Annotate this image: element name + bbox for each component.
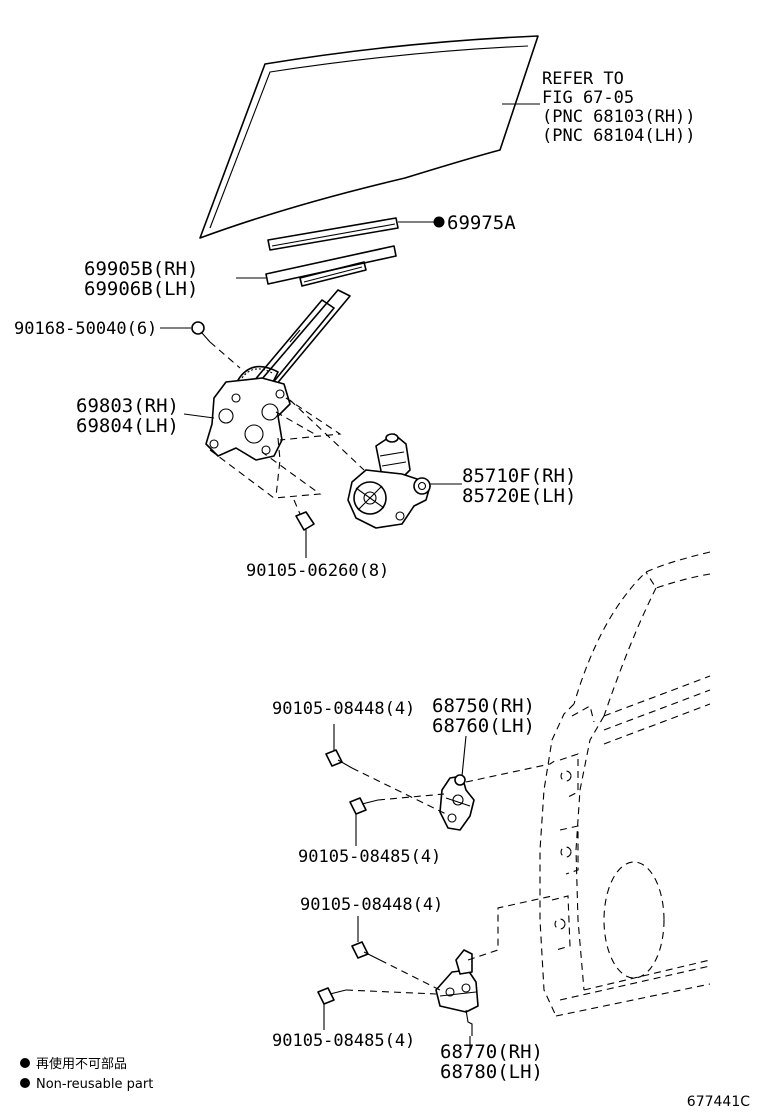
lower-hinge-dash — [467, 895, 553, 961]
label-68760: 68760(LH) — [432, 715, 535, 737]
label-68750: 68750(RH) — [432, 695, 535, 717]
label-90105-08485-lower: 90105-08485(4) — [272, 1031, 415, 1051]
label-69905b: 69905B(RH) — [84, 258, 198, 280]
legend: 再使用不可部品 Non-reusable part — [20, 1056, 153, 1092]
label-69803: 69803(RH) — [76, 395, 179, 417]
bolt-90105-06260-icon — [295, 511, 315, 546]
regulator-leader — [183, 413, 215, 419]
non-reusable-dot-icon — [433, 216, 445, 228]
bolt-upper-a-icon — [325, 749, 353, 769]
door-glass — [199, 35, 539, 239]
bolt-lower-b-icon — [317, 987, 347, 1005]
glass-reference-text: REFER TO FIG 67-05 (PNC 68103(RH)) (PNC … — [542, 69, 696, 146]
glass-ref-line-2: FIG 67-05 — [542, 88, 634, 108]
glass-ref-line-4: (PNC 68104(LH)) — [542, 126, 696, 146]
door-frame-outline — [539, 551, 711, 1017]
upper-bolt-a-dash — [351, 767, 447, 815]
legend-text-en: Non-reusable part — [36, 1077, 153, 1092]
label-90105-06260: 90105-06260(8) — [246, 561, 389, 581]
legend-dot-icon-1 — [20, 1058, 30, 1068]
bolt-90168-icon — [191, 321, 211, 343]
label-85710f: 85710F(RH) — [462, 465, 576, 487]
bolt-top-dash — [209, 341, 241, 369]
label-68780: 68780(LH) — [440, 1061, 543, 1083]
legend-text-jp: 再使用不可部品 — [36, 1056, 127, 1072]
regulator-motor — [347, 433, 431, 529]
label-90105-08485-upper: 90105-08485(4) — [298, 847, 441, 867]
label-90105-08448-upper: 90105-08448(4) — [272, 699, 415, 719]
upper-hinge-dash — [465, 759, 557, 783]
upper-hinge-leader — [461, 735, 467, 777]
glass-weatherstrip — [267, 217, 399, 251]
glass-ref-line-1: REFER TO — [542, 69, 624, 89]
label-69804: 69804(LH) — [76, 415, 179, 437]
bolt-upper-b-icon — [349, 797, 379, 815]
label-90105-08448-lower: 90105-08448(4) — [300, 895, 443, 915]
window-regulator — [205, 289, 351, 461]
lower-door-hinge — [435, 949, 479, 1036]
label-85720e: 85720E(LH) — [462, 485, 576, 507]
figure-number: 677441C — [687, 1094, 750, 1110]
label-69906b: 69906B(LH) — [84, 278, 198, 300]
label-69975a: 69975A — [447, 212, 516, 234]
glass-ref-line-3: (PNC 68103(RH)) — [542, 107, 696, 127]
bolt-lower-a-icon — [351, 941, 381, 961]
label-90168-50040: 90168-50040(6) — [14, 319, 157, 339]
label-68770: 68770(RH) — [440, 1041, 543, 1063]
lower-bolt-b-dash — [345, 989, 437, 995]
glass-channel — [265, 245, 397, 287]
regulator-mount-dashes — [209, 397, 365, 515]
legend-dot-icon-2 — [20, 1078, 30, 1088]
lower-bolt-a-dash — [379, 959, 441, 991]
upper-door-hinge — [439, 774, 475, 831]
